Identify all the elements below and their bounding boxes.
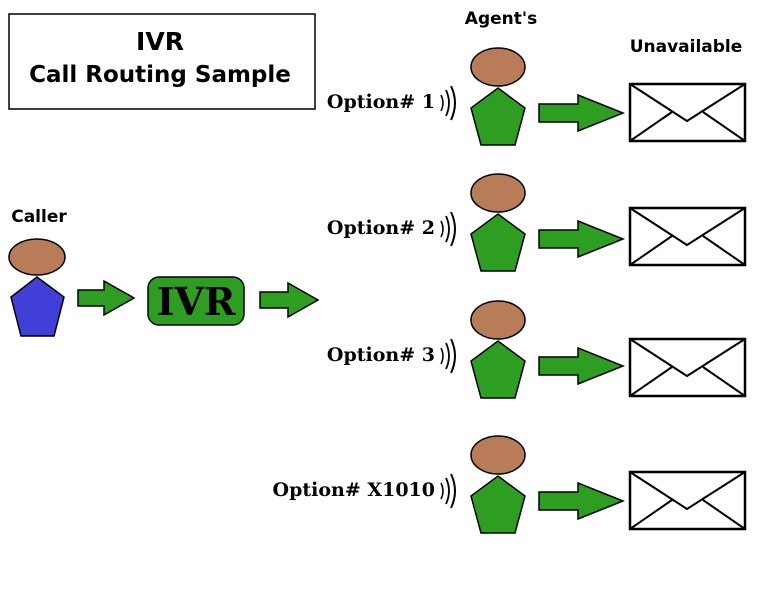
option-label-2: Option# 2 — [327, 217, 435, 239]
title-line1: IVR — [136, 27, 184, 56]
agent-head — [470, 173, 526, 213]
agent-to-mail-arrow — [538, 481, 626, 521]
agents-label: Agent's — [465, 9, 537, 29]
option-label-4: Option# X1010 — [273, 479, 435, 501]
caller-label: Caller — [11, 207, 67, 227]
ivr-to-options-arrow — [259, 281, 320, 319]
envelope-icon — [628, 470, 747, 531]
option-row-2: Option# 2 — [327, 173, 747, 272]
option-row-3: Option# 3 — [327, 300, 747, 399]
sound-waves-icon — [440, 338, 456, 374]
envelope-icon — [628, 206, 747, 267]
title-box: IVR Call Routing Sample — [8, 13, 316, 110]
caller-body — [10, 276, 65, 337]
sound-waves-icon — [440, 85, 456, 121]
envelope-icon — [628, 82, 747, 143]
agent-body — [470, 213, 526, 272]
option-rows: Option# 1 Option# 2 — [273, 47, 747, 534]
sound-waves-icon — [440, 211, 456, 247]
envelope-icon — [628, 337, 747, 398]
agent-body — [470, 87, 526, 146]
ivr-box: IVR — [147, 276, 245, 326]
agent-to-mail-arrow — [538, 346, 626, 386]
agent-head — [470, 47, 526, 87]
option-label-3: Option# 3 — [327, 344, 435, 366]
option-label-1: Option# 1 — [327, 91, 435, 113]
ivr-box-shape — [147, 276, 245, 326]
option-row-4: Option# X1010 — [273, 435, 747, 534]
unavailable-label: Unavailable — [630, 37, 743, 57]
option-row-1: Option# 1 — [327, 47, 747, 146]
caller-to-ivr-arrow — [77, 279, 136, 317]
agent-to-mail-arrow — [538, 93, 626, 133]
caller-head — [8, 238, 66, 276]
title-line2: Call Routing Sample — [29, 62, 291, 88]
agent-to-mail-arrow — [538, 219, 626, 259]
title-box-border — [8, 13, 316, 110]
ivr-box-label: IVR — [157, 279, 236, 324]
agent-body — [470, 340, 526, 399]
agent-head — [470, 435, 526, 475]
sound-waves-icon — [440, 473, 456, 509]
caller: Caller — [8, 207, 67, 337]
agent-head — [470, 300, 526, 340]
agent-body — [470, 475, 526, 534]
